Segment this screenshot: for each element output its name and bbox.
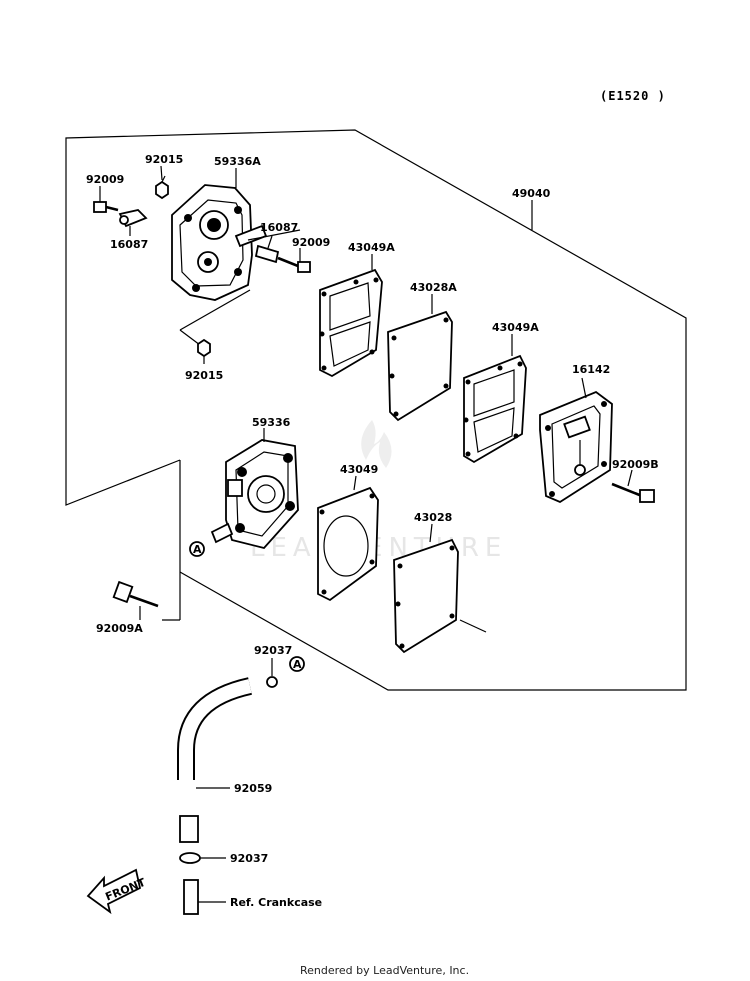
gasket-43049	[317, 475, 379, 602]
clamp-92037-top	[266, 658, 278, 688]
gasket-43049A-2	[463, 354, 527, 464]
clamp-92037-bottom	[179, 852, 226, 864]
label-16142: 16142	[572, 363, 610, 376]
label-92037-bottom: 92037	[230, 852, 268, 865]
label-43049: 43049	[340, 463, 378, 476]
cover-16142	[539, 377, 613, 504]
diaphragm-43028	[393, 523, 487, 654]
label-43028A: 43028A	[410, 281, 457, 294]
label-92009-right: 92009	[292, 236, 330, 249]
front-arrow-icon: FRONT	[86, 868, 148, 915]
label-59336A: 59336A	[214, 155, 261, 168]
label-59336: 59336	[252, 416, 291, 429]
diaphragm-43028A	[387, 310, 453, 422]
svg-text:A: A	[193, 543, 202, 556]
fitting-16087-left	[118, 209, 148, 236]
screw-92009-right	[277, 256, 311, 273]
label-43049A-1: 43049A	[348, 241, 395, 254]
label-92009B: 92009B	[612, 458, 659, 471]
label-92059: 92059	[234, 782, 272, 795]
watermark-text: LEADVENTURE	[250, 533, 507, 563]
hose-piece	[179, 815, 199, 843]
leader-lines	[99, 165, 533, 356]
screw-92009-left	[93, 201, 119, 213]
pump-body-lower	[210, 428, 299, 550]
svg-text:A: A	[293, 658, 302, 671]
label-92015-top: 92015	[145, 153, 183, 166]
label-92015-bottom: 92015	[185, 369, 223, 382]
label-16087-left: 16087	[110, 238, 148, 251]
label-43049A-2: 43049A	[492, 321, 539, 334]
gasket-43049A-1	[319, 268, 383, 378]
label-ref-crankcase: Ref. Crankcase	[230, 896, 322, 909]
nut-92015-bottom	[197, 338, 211, 364]
crankcase-fitting	[183, 879, 226, 915]
screw-92009B	[611, 469, 655, 503]
nut-92015-top	[155, 175, 169, 200]
footer-credit: Rendered by LeadVenture, Inc.	[300, 964, 469, 977]
callout-a-right: A	[289, 656, 305, 672]
label-16087-right: 16087	[260, 221, 298, 234]
diagram-code: (E1520 )	[600, 89, 666, 103]
pump-body-upper	[171, 184, 301, 346]
hose-92059	[177, 677, 253, 789]
assembly-outline	[65, 129, 687, 691]
label-92009A: 92009A	[96, 622, 143, 635]
bolt-92009A	[112, 580, 159, 620]
label-92009-left: 92009	[86, 173, 124, 186]
label-92037-top: 92037	[254, 644, 292, 657]
fitting-16087-right	[254, 235, 280, 264]
label-49040: 49040	[512, 187, 551, 200]
callout-a-left: A	[189, 541, 205, 557]
label-43028: 43028	[414, 511, 452, 524]
